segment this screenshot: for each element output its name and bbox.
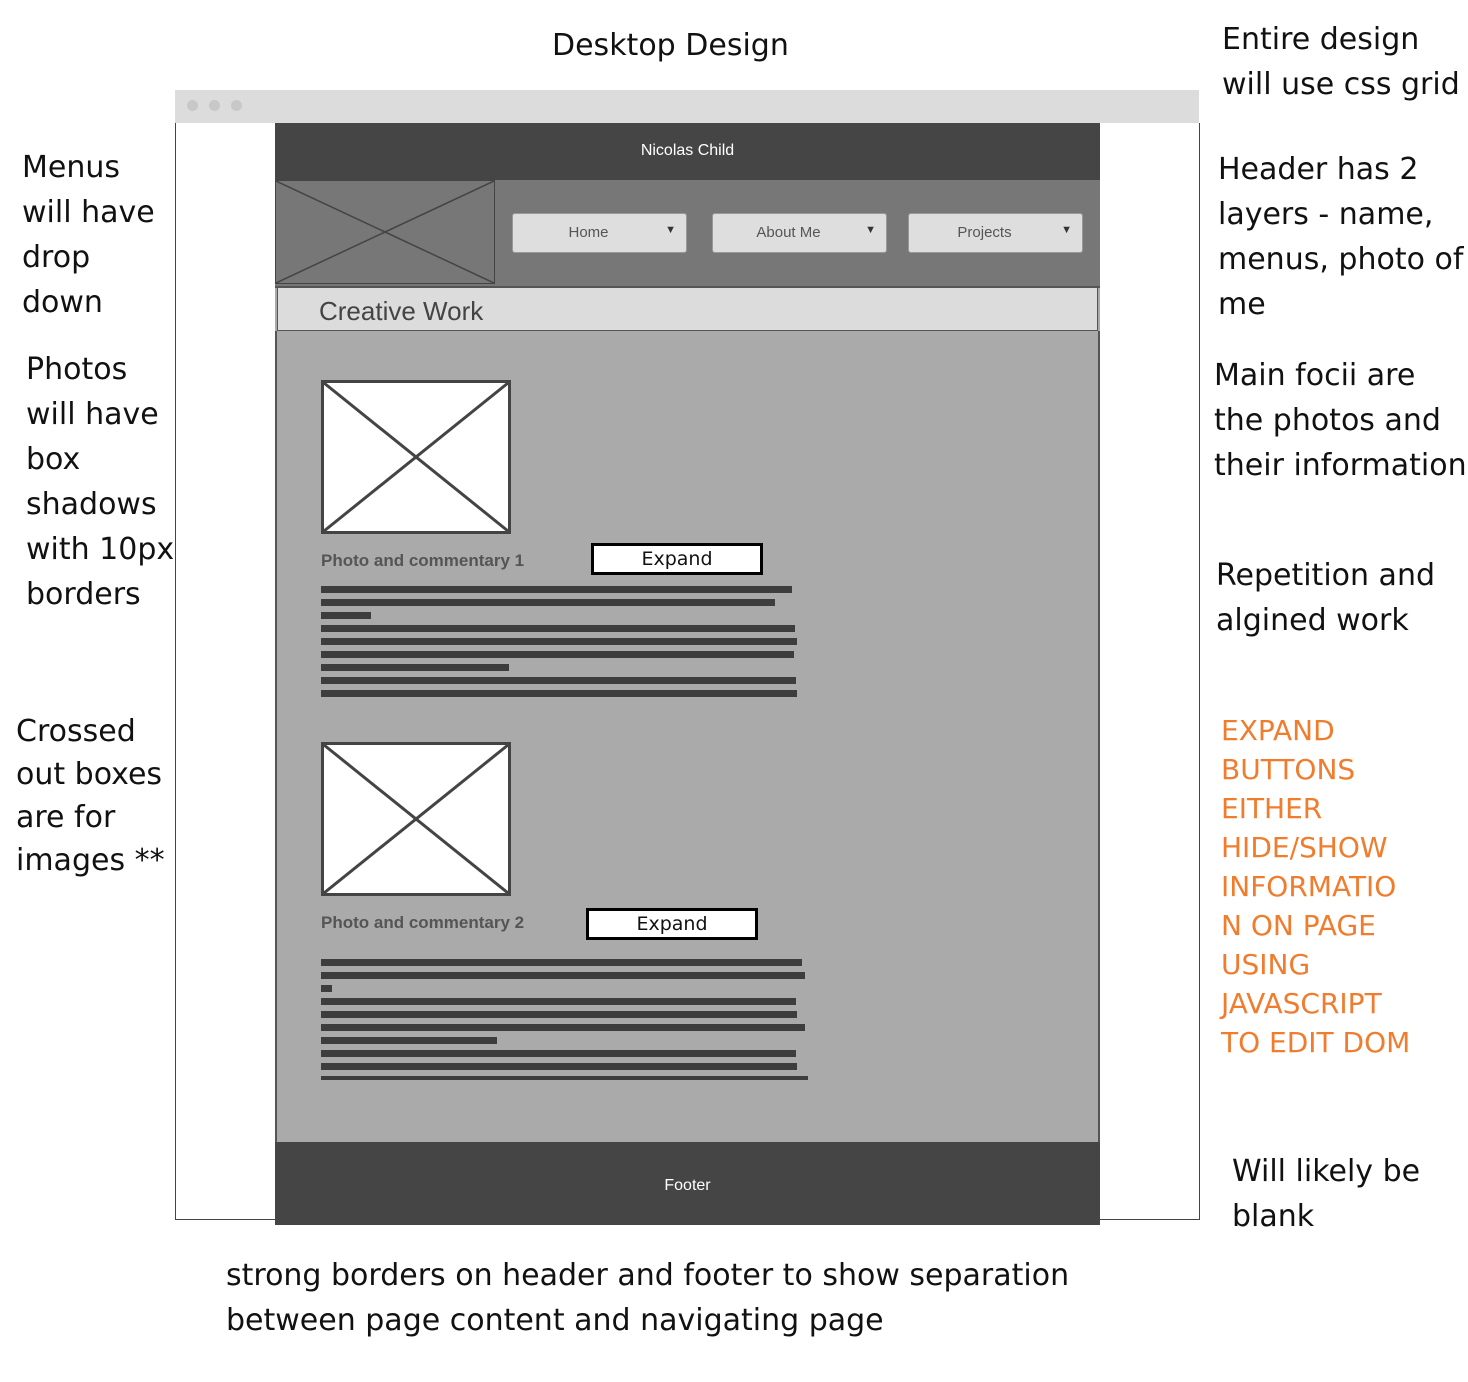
browser-title-bar xyxy=(175,90,1199,123)
site-header: Nicolas Child xyxy=(275,123,1100,180)
item-caption: Photo and commentary 2 xyxy=(321,913,525,932)
text-line xyxy=(321,1011,797,1018)
text-line xyxy=(321,638,797,645)
caret-down-icon: ▼ xyxy=(865,224,876,236)
menu-label: Projects xyxy=(957,224,1012,241)
text-line xyxy=(321,625,795,632)
menu-label: About Me xyxy=(756,224,821,241)
note-header-layers: Header has 2 layers - name, menus, photo… xyxy=(1218,152,1464,322)
text-line xyxy=(321,586,792,593)
note-expand-buttons: EXPAND BUTTONS EITHER HIDE/SHOW INFORMAT… xyxy=(1221,714,1411,1059)
site-footer: Footer xyxy=(275,1142,1100,1225)
crossed-box-icon xyxy=(321,742,511,896)
note-css-grid: Entire design will use css grid xyxy=(1222,22,1460,102)
site-wireframe: Nicolas Child Home ▼ About Me ▼ Projects… xyxy=(275,123,1100,1225)
crossed-box-icon xyxy=(321,380,511,534)
text-line xyxy=(321,1050,796,1057)
site-name: Nicolas Child xyxy=(640,142,735,159)
text-line xyxy=(321,985,332,992)
window-dot-icon xyxy=(231,100,242,111)
text-line xyxy=(321,599,775,606)
note-strong-borders: strong borders on header and footer to s… xyxy=(226,1258,1070,1338)
note-repetition: Repetition and algined work xyxy=(1216,558,1435,638)
expand-button[interactable]: Expand xyxy=(586,908,758,940)
note-footer-blank: Will likely be blank xyxy=(1232,1154,1421,1234)
caret-down-icon: ▼ xyxy=(665,224,676,236)
text-line xyxy=(321,959,802,966)
text-line xyxy=(321,664,509,671)
expand-button[interactable]: Expand xyxy=(591,543,763,575)
text-line xyxy=(321,1076,808,1080)
note-crossed-boxes: Crossed out boxes are for images ** xyxy=(16,714,165,878)
window-dot-icon xyxy=(209,100,220,111)
text-line xyxy=(321,1063,797,1070)
content-area xyxy=(275,331,1100,1143)
item-caption: Photo and commentary 1 xyxy=(321,551,525,570)
note-photos-shadows: Photos will have box shadows with 10px b… xyxy=(26,352,175,612)
menu-about-me[interactable]: About Me ▼ xyxy=(712,213,887,253)
text-line xyxy=(321,998,796,1005)
crossed-box-icon xyxy=(275,180,495,284)
text-line xyxy=(321,690,797,697)
text-line xyxy=(321,1037,497,1044)
window-dot-icon xyxy=(187,100,198,111)
menu-projects[interactable]: Projects ▼ xyxy=(908,213,1083,253)
footer-label: Footer xyxy=(664,1177,711,1194)
menu-label: Home xyxy=(568,224,609,241)
text-line xyxy=(321,1024,805,1031)
note-menus-dropdown: Menus will have drop down xyxy=(22,150,155,320)
section-bar: Creative Work xyxy=(277,287,1098,331)
section-title: Creative Work xyxy=(319,296,484,326)
menu-home[interactable]: Home ▼ xyxy=(512,213,687,253)
text-line xyxy=(321,677,796,684)
note-main-focii: Main focii are the photos and their info… xyxy=(1214,358,1467,483)
text-line xyxy=(321,612,371,619)
page-title: Desktop Design xyxy=(552,28,789,63)
text-line xyxy=(321,651,794,658)
caret-down-icon: ▼ xyxy=(1061,224,1072,236)
text-line xyxy=(321,972,805,979)
nav-band: Home ▼ About Me ▼ Projects ▼ xyxy=(275,180,1100,288)
